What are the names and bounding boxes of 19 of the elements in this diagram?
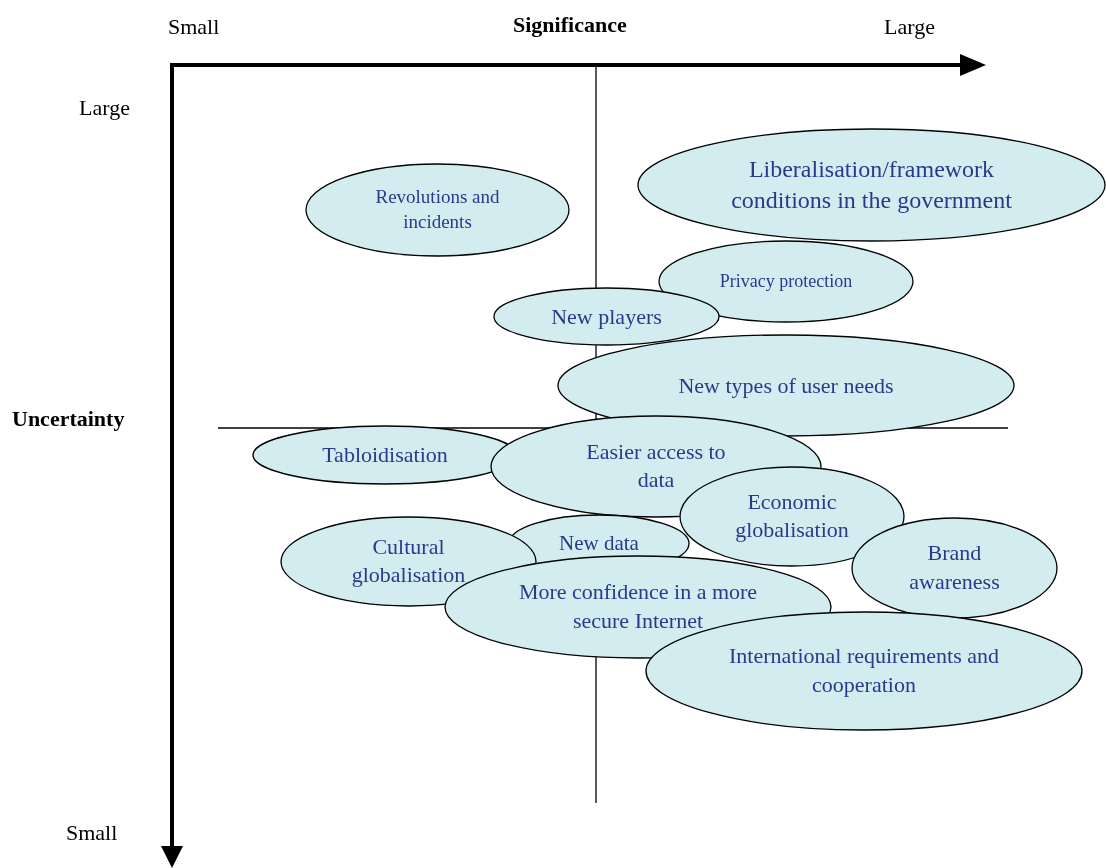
axis-title: Uncertainty <box>12 406 125 432</box>
factor-label: Easier access to data <box>585 437 727 495</box>
factor-label: New data <box>559 529 639 557</box>
factor-label: Privacy protection <box>719 269 853 293</box>
factor-label: Cultural globalisation <box>350 532 467 590</box>
factor-label: Tabloidisation <box>322 440 448 469</box>
factor-label: Brand awareness <box>908 539 1001 596</box>
factor-label: New players <box>551 302 662 331</box>
factor-label: New types of user needs <box>677 371 895 400</box>
factor-label: More confidence in a more secure Internet <box>517 578 759 635</box>
factor-label: Economic globalisation <box>734 487 850 545</box>
axis-title: Significance <box>513 12 627 38</box>
axis-end-label: Large <box>79 95 130 121</box>
axis-end-label: Small <box>66 820 118 846</box>
axis-end-label: Large <box>884 14 935 40</box>
factor-label: Revolutions and incidents <box>374 185 501 234</box>
axis-end-label: Small <box>168 14 220 40</box>
factor-label: Liberalisation/framework conditions in the government <box>730 154 1013 215</box>
factor-label: International requirements and cooperation <box>728 642 1000 699</box>
